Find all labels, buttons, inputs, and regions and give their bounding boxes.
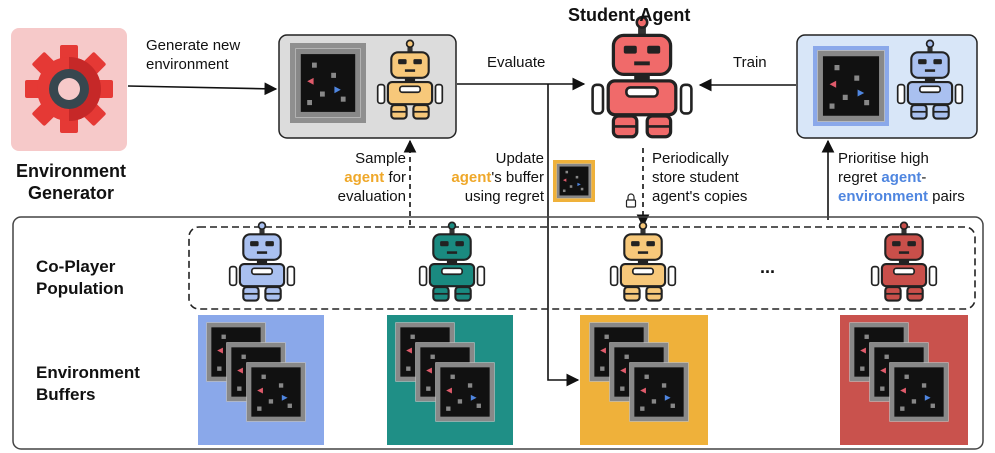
sample-agent-highlight: agent: [344, 169, 385, 186]
environment-generator: [11, 28, 127, 151]
store-line3: agent's copies: [652, 188, 748, 205]
training-environment-map: [813, 46, 889, 126]
update-line2-rest: 's buffer: [491, 169, 544, 186]
coplayer-line2: Population: [36, 279, 124, 298]
prioritise-line3-post: pairs: [928, 188, 965, 205]
store-annotation: Periodically store student agent's copie…: [652, 149, 747, 206]
student-agent-title: Student Agent: [568, 5, 691, 25]
coplayer-teal-robot: [418, 221, 486, 302]
sample-line2-rest: for: [384, 169, 406, 186]
prioritise-agent-highlight: agent: [881, 169, 922, 186]
student-agent-robot: [590, 15, 694, 139]
coplayer-orange-robot: [609, 221, 677, 302]
environment-buffers-label: Environment Buffers: [36, 362, 140, 406]
buffers-line1: Environment: [36, 363, 140, 382]
training-box: [796, 34, 978, 139]
regret-environment-icon: [553, 160, 595, 202]
update-line3: using regret: [464, 188, 544, 205]
evaluate-label: Evaluate: [487, 54, 546, 71]
generator-label: Environment Generator: [6, 160, 136, 204]
prioritise-line1: Prioritise high: [838, 150, 929, 167]
generate-label: Generate new environment: [146, 36, 240, 74]
store-line1: Periodically: [652, 150, 729, 167]
evaluation-box: [278, 34, 457, 139]
update-annotation: Update agent's buffer using regret: [428, 149, 544, 206]
generator-label-line1: Environment: [15, 161, 126, 181]
buffer-orange: [580, 315, 708, 445]
update-buffer-arrow: [547, 84, 580, 387]
coplayer-red-robot: [870, 221, 938, 302]
coplayer-population-box: [188, 226, 976, 310]
coplayer-blue-robot: [228, 221, 296, 302]
population-ellipsis: ...: [760, 257, 776, 277]
generator-label-line2: Generator: [27, 183, 115, 203]
sample-line1: Sample: [355, 150, 406, 167]
gear-icon: [25, 45, 113, 133]
update-line1: Update: [495, 150, 544, 167]
coplayer-line1: Co-Player: [36, 257, 116, 276]
generate-label-line2: environment: [146, 56, 229, 73]
buffer-red: [840, 315, 968, 445]
sample-annotation: Sample agent for evaluation: [326, 149, 406, 206]
sample-line3: evaluation: [337, 188, 406, 205]
update-agent-highlight: agent: [451, 169, 492, 186]
train-label: Train: [733, 54, 767, 71]
buffers-line2: Buffers: [36, 385, 96, 404]
evaluation-environment-map: [290, 43, 366, 123]
prioritise-environment-highlight: environment: [838, 188, 929, 205]
prioritise-line2-post: -: [921, 169, 927, 186]
generate-label-line1: Generate new: [146, 37, 241, 54]
buffer-blue: [198, 315, 324, 445]
lock-icon: [625, 193, 637, 208]
coplayer-population-label: Co-Player Population: [36, 256, 124, 300]
prioritise-line2-pre: regret: [838, 169, 882, 186]
store-line2: store student: [652, 169, 739, 186]
generate-arrow: [127, 82, 278, 96]
prioritise-annotation: Prioritise high regret agent- environmen…: [838, 149, 965, 206]
population-panel: [12, 216, 984, 450]
buffer-teal: [387, 315, 513, 445]
